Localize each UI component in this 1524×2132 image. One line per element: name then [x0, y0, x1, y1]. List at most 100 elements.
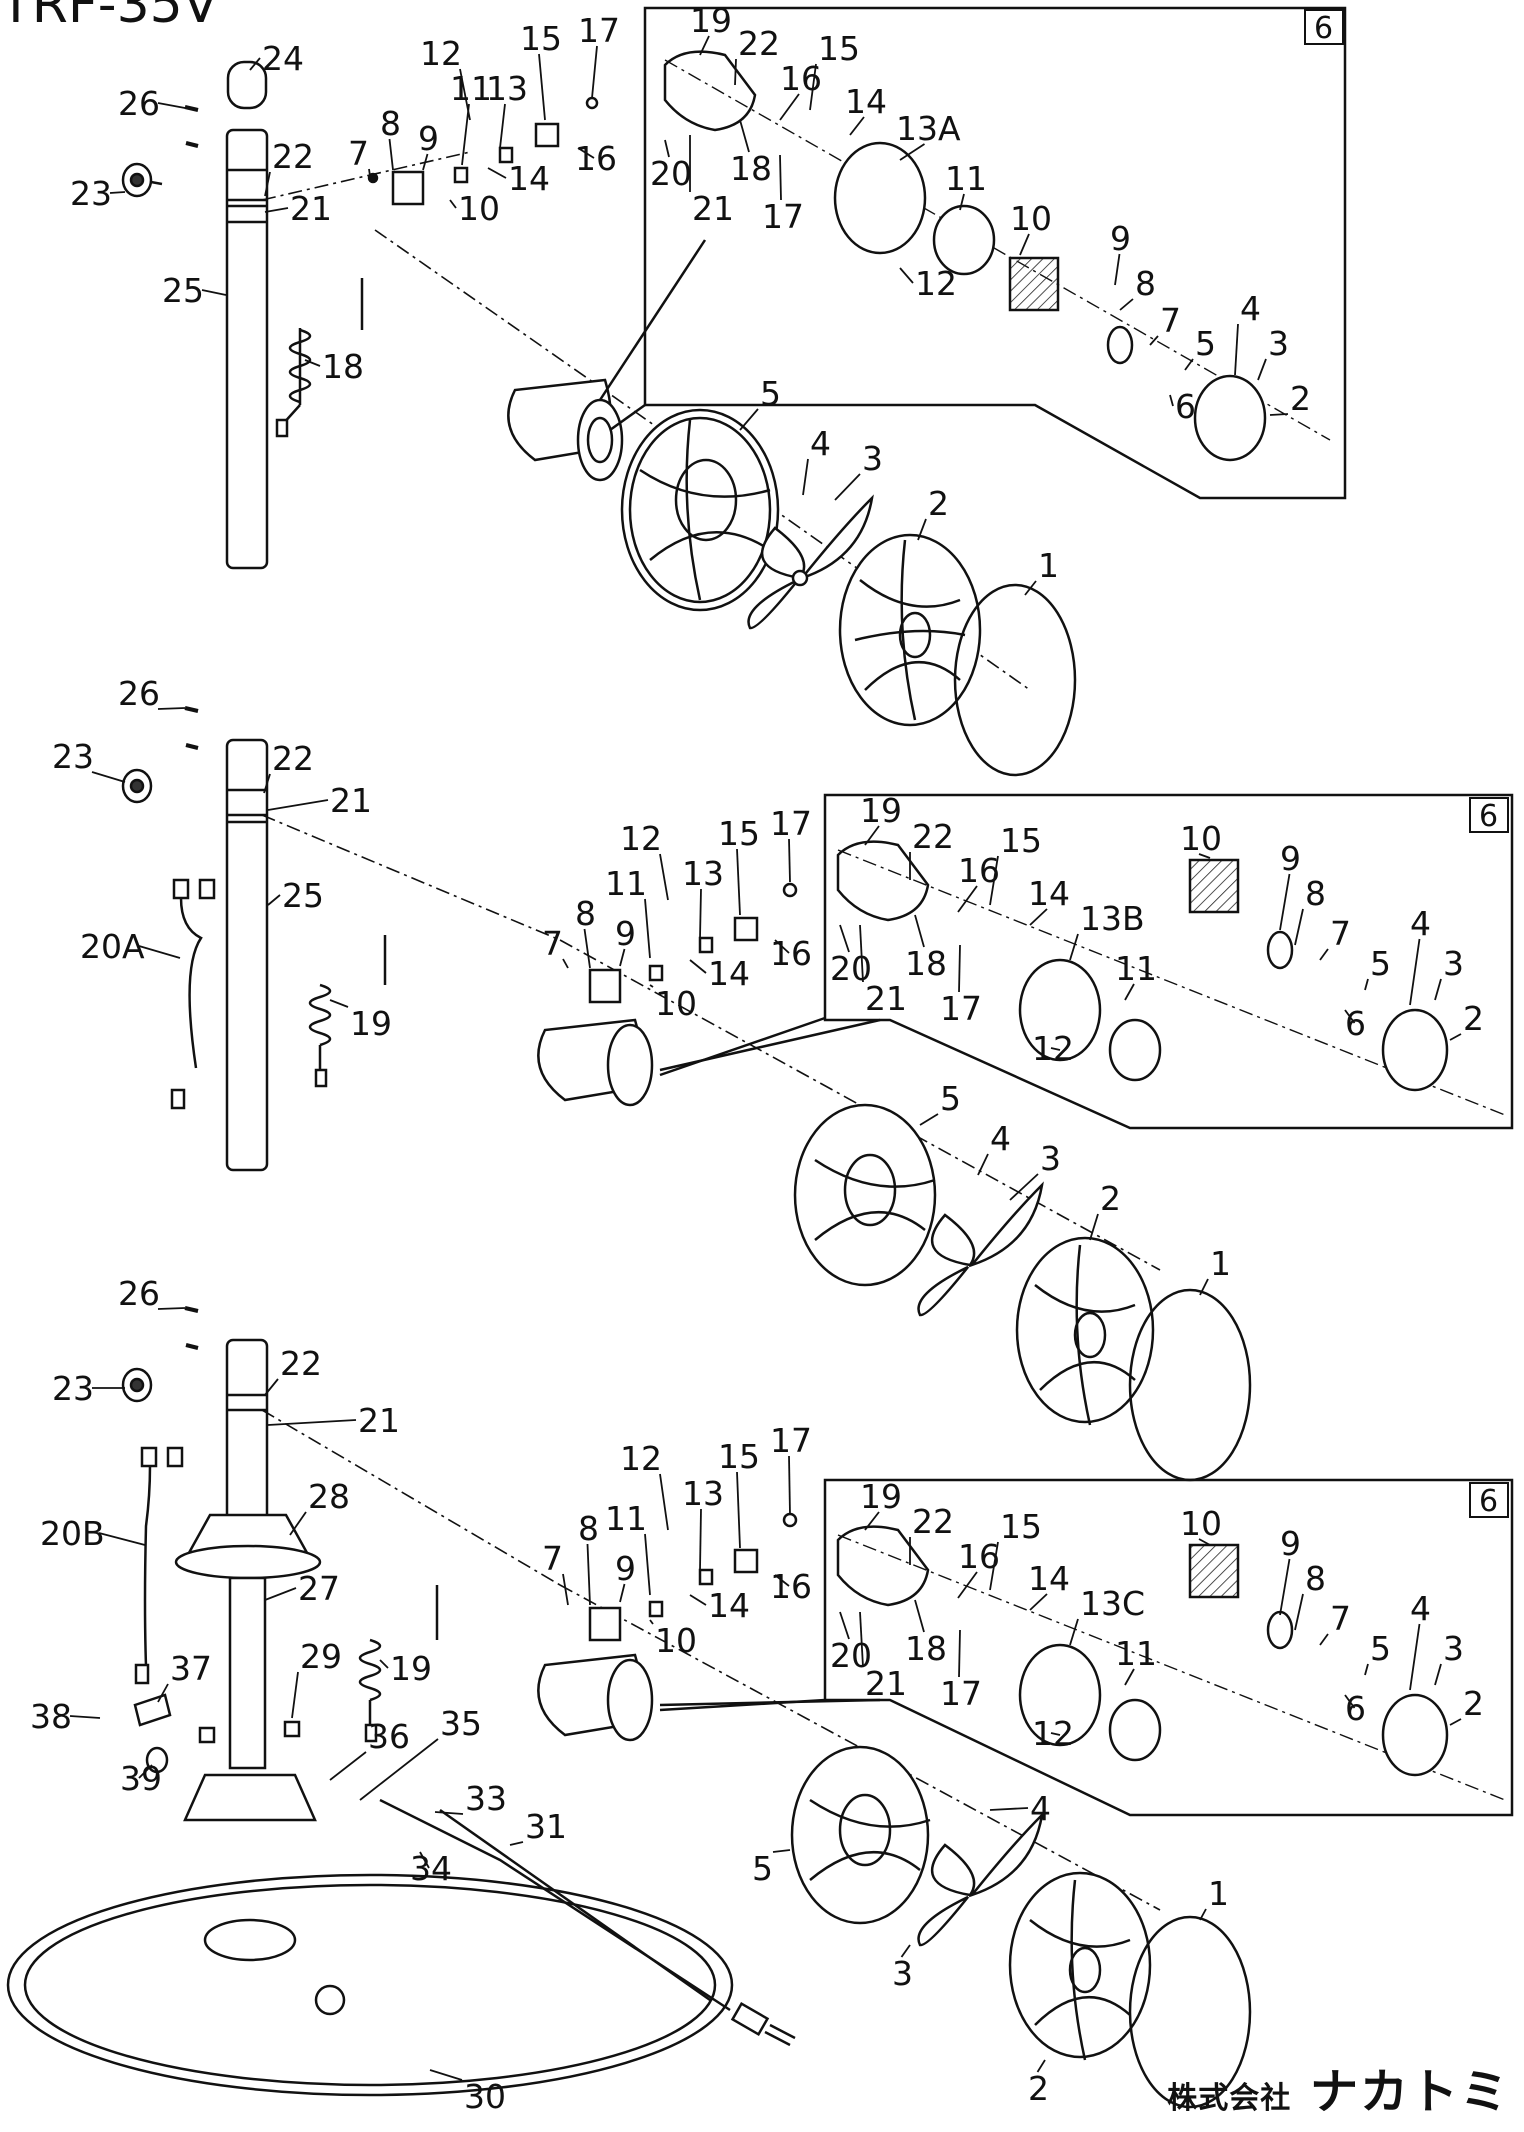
part-label: 36 — [368, 1717, 410, 1756]
model-title: TRF-35V — [0, 0, 219, 35]
part-label: 18 — [905, 944, 947, 983]
part-label: 10 — [458, 189, 500, 228]
part-label: 15 — [818, 29, 860, 68]
leader-line — [1050, 1732, 1061, 1736]
part-label: 2 — [1463, 999, 1484, 1038]
part-label: 37 — [170, 1649, 212, 1688]
leader-line — [359, 1738, 439, 1801]
leader-line — [1089, 1213, 1099, 1241]
part-label: 29 — [300, 1637, 342, 1676]
part-label: 16 — [958, 1537, 1000, 1576]
part-label: 22 — [912, 817, 954, 856]
part-label: 14 — [845, 82, 887, 121]
part-label: 9 — [1110, 219, 1131, 258]
leader-line — [157, 1683, 169, 1703]
part-label: 7 — [1160, 301, 1181, 340]
part-label: 4 — [1030, 1789, 1051, 1828]
inset-tag-3: 6 — [1479, 1484, 1498, 1519]
part-label: 1 — [1208, 1874, 1229, 1913]
inset-tag-2: 6 — [1479, 799, 1498, 834]
leader-line — [1434, 978, 1442, 1001]
leader-line — [649, 1619, 654, 1625]
leader-line — [157, 102, 186, 109]
part-label: 9 — [615, 1549, 636, 1588]
part-label: 15 — [520, 19, 562, 58]
leader-line — [1029, 908, 1048, 926]
leader-line — [989, 855, 999, 906]
leader-line — [1199, 1278, 1209, 1296]
part-label: 6 — [1345, 1004, 1366, 1043]
part-label: 4 — [810, 424, 831, 463]
leader-line — [736, 1471, 741, 1549]
leader-line — [449, 199, 457, 209]
leader-line — [264, 207, 289, 213]
leader-line — [1294, 908, 1304, 946]
part-label: 2 — [1100, 1179, 1121, 1218]
leader-line — [388, 138, 394, 171]
part-label: 13A — [896, 109, 961, 148]
leader-line — [1119, 298, 1134, 311]
leader-line — [619, 1583, 626, 1603]
part-label: 26 — [118, 84, 160, 123]
part-label: 5 — [752, 1849, 773, 1888]
part-label: 11 — [605, 864, 647, 903]
leader-line — [739, 408, 759, 431]
leader-line — [900, 1944, 911, 1958]
part-label: 22 — [738, 24, 780, 63]
leader-line — [1364, 1663, 1369, 1676]
part-label: 5 — [1370, 1629, 1391, 1668]
leader-line — [249, 57, 261, 71]
part-label: 17 — [770, 1421, 812, 1460]
leader-line — [899, 267, 914, 284]
leader-line — [1029, 1593, 1048, 1611]
part-label: 5 — [1370, 944, 1391, 983]
leader-line — [429, 2069, 463, 2081]
leader-line — [734, 58, 737, 86]
part-label: 3 — [862, 439, 883, 478]
leader-line — [1036, 2059, 1046, 2073]
part-label: 16 — [575, 139, 617, 178]
leader-line — [644, 898, 651, 959]
part-label: 22 — [912, 1502, 954, 1541]
leader-line — [1050, 1047, 1061, 1051]
part-label: 7 — [1330, 1599, 1351, 1638]
leader-line — [859, 924, 864, 983]
leader-line — [69, 1715, 101, 1719]
leader-line — [577, 147, 595, 159]
leader-line — [839, 924, 850, 953]
part-label: 8 — [1305, 1559, 1326, 1598]
part-label: 7 — [542, 1539, 563, 1578]
part-label: 5 — [1195, 324, 1216, 363]
leader-line — [157, 707, 186, 710]
leader-line — [1234, 323, 1239, 376]
company-main: ナカトミ — [1309, 2064, 1510, 2120]
leader-line — [1009, 1173, 1039, 1201]
inset-tag-1: 6 — [1314, 11, 1333, 46]
leader-line — [1319, 1633, 1329, 1646]
part-label: 2 — [928, 484, 949, 523]
leader-line — [989, 1541, 999, 1591]
part-label: 3 — [1268, 324, 1289, 363]
part-label: 1 — [1038, 546, 1059, 585]
leader-line — [919, 1113, 939, 1126]
leader-line — [1344, 1009, 1356, 1024]
part-label: 16 — [958, 851, 1000, 890]
leader-line — [434, 1811, 464, 1815]
leader-line — [774, 1574, 790, 1587]
part-label: 2 — [1290, 379, 1311, 418]
part-label: 13 — [682, 854, 724, 893]
leader-line — [368, 168, 371, 177]
part-label: 28 — [308, 1477, 350, 1516]
leader-line — [98, 1532, 146, 1546]
part-label: 22 — [272, 137, 314, 176]
part-label: 21 — [290, 189, 332, 228]
leader-line — [1169, 394, 1174, 407]
part-label: 19 — [690, 1, 732, 40]
leader-line — [1319, 948, 1329, 961]
leader-line — [422, 153, 429, 171]
leader-line — [264, 1587, 297, 1601]
leader-line — [264, 1378, 279, 1396]
part-label: 19 — [860, 1477, 902, 1516]
leader-line — [1409, 1623, 1421, 1691]
